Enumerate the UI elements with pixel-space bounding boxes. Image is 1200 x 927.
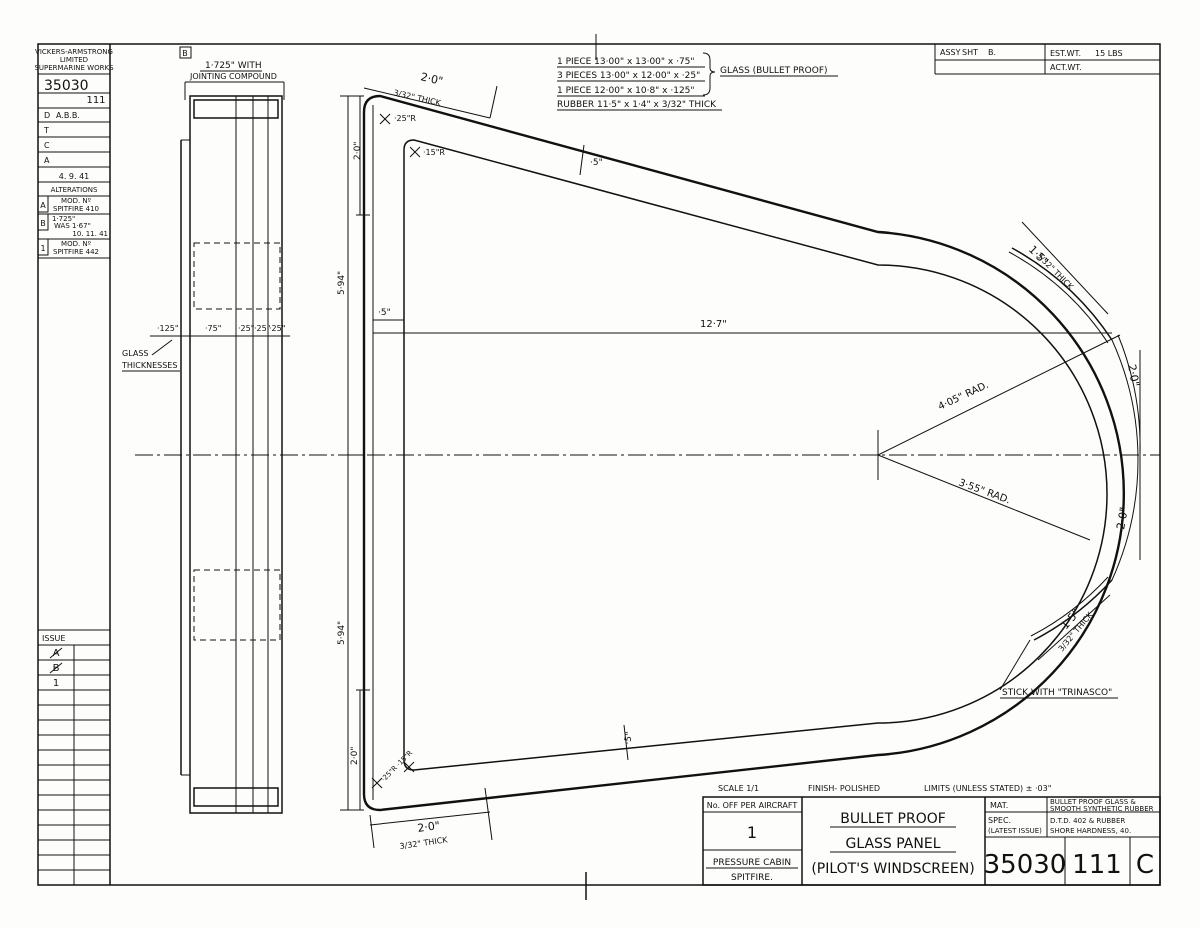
finish-note: FINISH- POLISHED — [808, 784, 880, 793]
top-width-label: 2·0" — [419, 70, 444, 88]
frame-left-label: ·5" — [378, 308, 391, 318]
row-d-label: D — [44, 111, 50, 120]
issue-mark-1: 1 — [53, 678, 59, 689]
left-title-block: VICKERS-ARMSTRONG LIMITED SUPERMARINE WO… — [34, 48, 114, 885]
bottom-thick-label: 3/32" THICK — [399, 835, 449, 851]
est-wt-label: EST.WT. — [1050, 49, 1081, 58]
limits-note: LIMITS (UNLESS STATED) ± ·03" — [924, 784, 1051, 793]
lower-half-dim: 5·94" — [337, 621, 347, 645]
left-drawing-no: 35030 — [44, 78, 89, 94]
company-line1: VICKERS-ARMSTRONG — [35, 48, 113, 56]
upper-half-dim: 5·94" — [337, 271, 347, 295]
side-width-note-2: JOINTING COMPOUND — [189, 72, 277, 81]
sheet-border — [37, 43, 1161, 886]
right-lower-dim: 2·0" — [1114, 506, 1131, 530]
drawing-date: 4. 9. 41 — [59, 172, 90, 181]
corner-r-inner: ·15"R — [423, 148, 445, 157]
title-line1: BULLET PROOF — [840, 811, 946, 827]
title-line3: (PILOT'S WINDSCREEN) — [811, 861, 974, 877]
material-line-2: 3 PIECES 13·00" x 12·00" x ·25" — [557, 71, 700, 81]
side-rev-mark: B — [182, 49, 188, 58]
aircraft-line2: SPITFIRE. — [731, 873, 773, 883]
block-sub-no: 111 — [1072, 850, 1122, 880]
thickness-25-a: ·25" — [238, 324, 254, 333]
title-line2: GLASS PANEL — [845, 836, 940, 852]
windscreen-view: 4·05" RAD. 3·55" RAD. 12·7" ·5" ·5" ·5" … — [337, 70, 1142, 851]
issue-header: ISSUE — [42, 634, 65, 643]
left-sub-no: 111 — [86, 95, 105, 106]
right-tip-dim: 2·0" — [1125, 363, 1142, 387]
spec-label-line2: (LATEST ISSUE) — [988, 827, 1042, 835]
bottom-corner-radii: ·25"R ·15"R — [380, 749, 415, 784]
block-issue: C — [1136, 850, 1154, 880]
alteration-b-letter: B — [40, 219, 46, 228]
row-t-label: T — [43, 126, 49, 135]
spec-label-line1: SPEC. — [988, 816, 1011, 825]
alteration-b-line1: 1·725" — [52, 215, 75, 223]
alteration-1-letter: 1 — [40, 244, 45, 253]
alterations-header: ALTERATIONS — [51, 186, 98, 194]
material-line-4: RUBBER 11·5" x 1·4" x 3/32" THICK — [557, 100, 717, 110]
side-view: B 1·725" WITH JOINTING COMPOUND ·125" ·7… — [121, 46, 290, 814]
est-wt-value: 15 LBS — [1095, 49, 1123, 58]
side-width-note-1: 1·725" WITH — [205, 61, 262, 71]
spec-value-line1: D.T.D. 402 & RUBBER — [1050, 817, 1125, 825]
mat-value-line2: SMOOTH SYNTHETIC RUBBER — [1050, 805, 1154, 813]
mat-value-line1: BULLET PROOF GLASS & — [1050, 798, 1136, 806]
row-d-value: A.B.B. — [56, 111, 80, 120]
bottom-width-label: 2·0" — [417, 819, 441, 835]
frame-top-label: ·5" — [590, 158, 603, 168]
block-drawing-no: 35030 — [984, 850, 1067, 880]
overall-length-label: 12·7" — [700, 319, 727, 330]
no-off-value: 1 — [747, 823, 757, 842]
corner-r-outer: ·25"R — [394, 114, 416, 123]
alteration-a-line1: MOD. Nº — [61, 197, 91, 205]
issue-grid — [38, 659, 110, 871]
bottom-title-block: SCALE 1/1 FINISH- POLISHED LIMITS (UNLES… — [702, 784, 1161, 886]
material-line-3: 1 PIECE 12·00" x 10·8" x ·125" — [557, 86, 695, 96]
weight-block: ASSY SHT B. EST.WT. 15 LBS ACT.WT. — [934, 44, 1160, 75]
sht-label: SHT — [962, 48, 978, 57]
company-line2: LIMITED — [60, 56, 88, 64]
glass-label-2: THICKNESSES — [121, 361, 177, 370]
frame-bottom-label: ·5" — [623, 731, 635, 745]
alteration-b-line3: 10. 11. 41 — [72, 230, 108, 238]
mat-label: MAT. — [990, 801, 1008, 810]
assy-label: ASSY — [940, 48, 961, 57]
no-off-label: No. OFF PER AIRCRAFT — [707, 801, 798, 810]
glass-label-1: GLASS — [122, 349, 148, 358]
glass-note: GLASS (BULLET PROOF) — [720, 66, 828, 76]
spec-value-line2: SHORE HARDNESS, 40. — [1050, 827, 1131, 835]
scale-note: SCALE 1/1 — [718, 784, 759, 793]
thickness-25-b: ·25" — [254, 324, 270, 333]
alteration-1-line1: MOD. Nº — [61, 240, 91, 248]
act-wt-label: ACT.WT. — [1050, 63, 1082, 72]
aircraft-line1: PRESSURE CABIN — [713, 858, 791, 868]
row-c-label: C — [44, 141, 50, 150]
left-top-dim: 2·0" — [353, 142, 363, 160]
outer-radius-label: 4·05" RAD. — [937, 380, 991, 413]
thickness-125: ·125" — [157, 324, 179, 333]
left-bottom-dim: 2·0" — [350, 747, 360, 765]
alteration-a-letter: A — [40, 201, 46, 210]
alteration-b-line2: WAS 1·67" — [54, 222, 91, 230]
inner-radius-label: 3·55" RAD. — [957, 477, 1012, 506]
alteration-a-line2: SPITFIRE 410 — [53, 205, 99, 213]
thickness-25-c: ·25" — [269, 324, 285, 333]
stick-note: STICK WITH "TRINASCO" — [1002, 688, 1112, 698]
alteration-1-line2: SPITFIRE 442 — [53, 248, 99, 256]
material-line-1: 1 PIECE 13·00" x 13·00" x ·75" — [557, 57, 695, 67]
thickness-75: ·75" — [205, 324, 221, 333]
company-line3: SUPERMARINE WORKS — [34, 64, 114, 72]
sht-value: B. — [988, 48, 996, 57]
row-a-label: A — [44, 156, 50, 165]
material-list: 1 PIECE 13·00" x 13·00" x ·75" 3 PIECES … — [557, 34, 838, 111]
